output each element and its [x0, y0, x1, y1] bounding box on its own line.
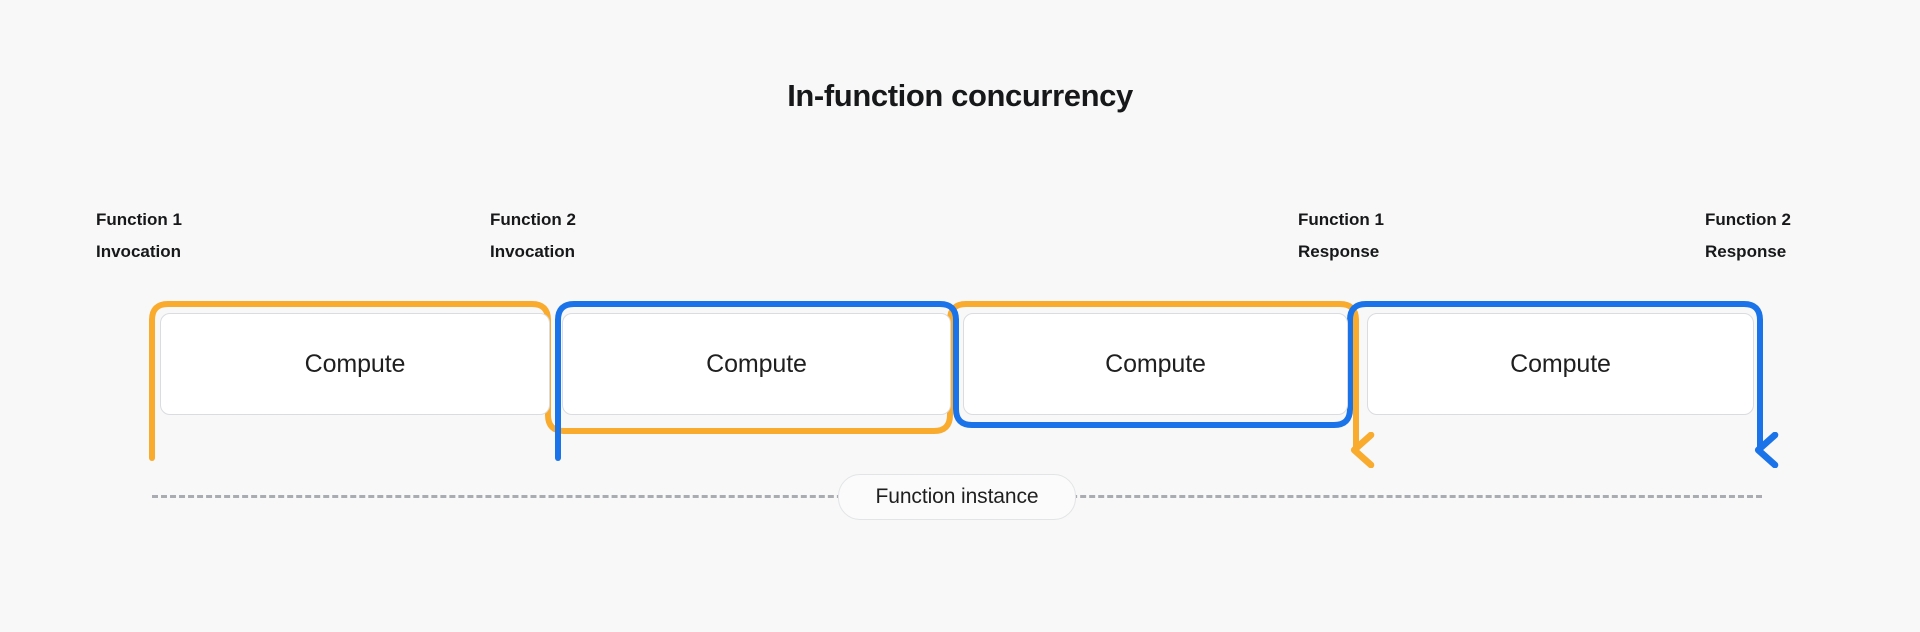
- label-line-2: Invocation: [490, 242, 576, 261]
- function-instance-badge: Function instance: [838, 474, 1076, 520]
- compute-box: Compute: [963, 313, 1348, 415]
- page-title: In-function concurrency: [787, 78, 1133, 113]
- label-line-2: Response: [1298, 242, 1380, 261]
- label-function-2-invocation: Function 2 Invocation: [490, 204, 576, 268]
- compute-box: Compute: [1367, 313, 1754, 415]
- label-line-2: Invocation: [96, 242, 182, 261]
- label-function-2-response: Function 2 Response: [1705, 204, 1791, 268]
- compute-box: Compute: [160, 313, 550, 415]
- label-line-1: Function 2: [1705, 210, 1791, 229]
- label-function-1-invocation: Function 1 Invocation: [96, 204, 182, 268]
- label-line-1: Function 1: [96, 210, 182, 229]
- label-line-1: Function 1: [1298, 210, 1384, 229]
- label-line-1: Function 2: [490, 210, 576, 229]
- compute-box: Compute: [562, 313, 951, 415]
- label-line-2: Response: [1705, 242, 1787, 261]
- label-function-1-response: Function 1 Response: [1298, 204, 1384, 268]
